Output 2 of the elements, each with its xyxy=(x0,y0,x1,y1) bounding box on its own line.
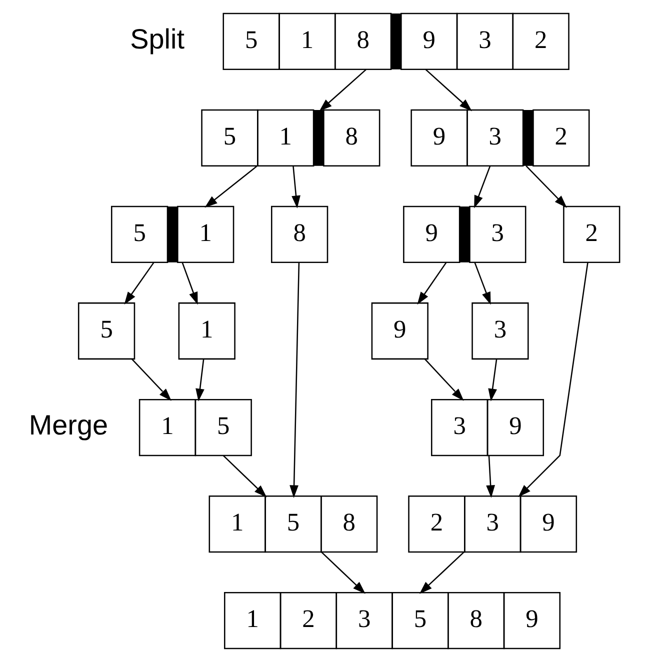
label: Split xyxy=(130,24,184,55)
label: Merge xyxy=(28,410,108,441)
